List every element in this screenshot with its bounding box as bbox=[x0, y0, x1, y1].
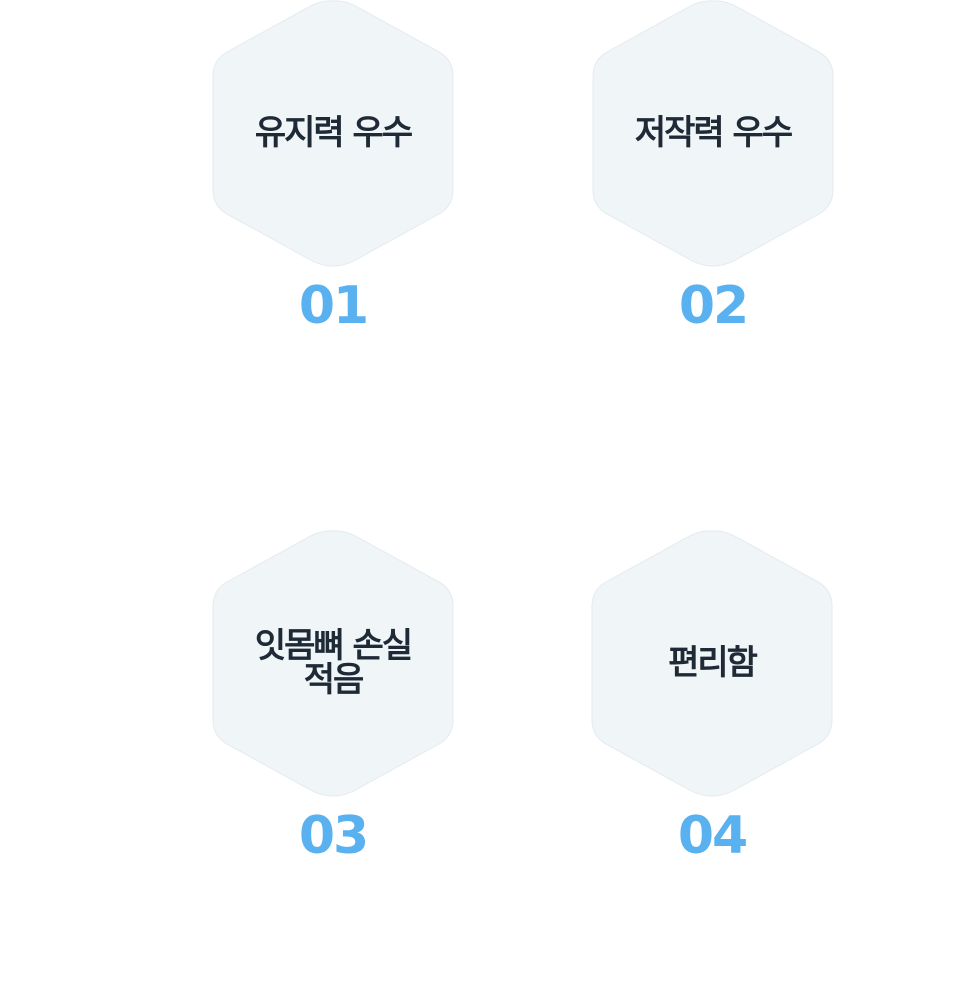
hexagon-shape bbox=[212, 0, 454, 267]
feature-label: 잇몸뼈 손실 적음 bbox=[254, 626, 413, 700]
feature-number: 03 bbox=[298, 806, 369, 866]
hexagon-badge: 잇몸뼈 손실 적음 bbox=[212, 530, 454, 797]
feature-label: 편리함 bbox=[668, 643, 758, 683]
feature-card: 편리함 04 bbox=[591, 530, 833, 870]
feature-number: 04 bbox=[677, 806, 748, 866]
hexagon-shape bbox=[212, 530, 454, 797]
hexagon-badge: 편리함 bbox=[591, 530, 833, 797]
feature-card: 유지력 우수 01 bbox=[212, 0, 454, 340]
hexagon-shape bbox=[592, 0, 834, 267]
feature-number: 01 bbox=[298, 276, 369, 336]
feature-label: 저작력 우수 bbox=[634, 113, 793, 153]
hexagon-shape bbox=[591, 530, 833, 797]
feature-card: 잇몸뼈 손실 적음 03 bbox=[212, 530, 454, 870]
hexagon-badge: 저작력 우수 bbox=[592, 0, 834, 267]
feature-card: 저작력 우수 02 bbox=[592, 0, 834, 340]
feature-number: 02 bbox=[678, 276, 749, 336]
feature-label: 유지력 우수 bbox=[254, 113, 413, 153]
hexagon-badge: 유지력 우수 bbox=[212, 0, 454, 267]
